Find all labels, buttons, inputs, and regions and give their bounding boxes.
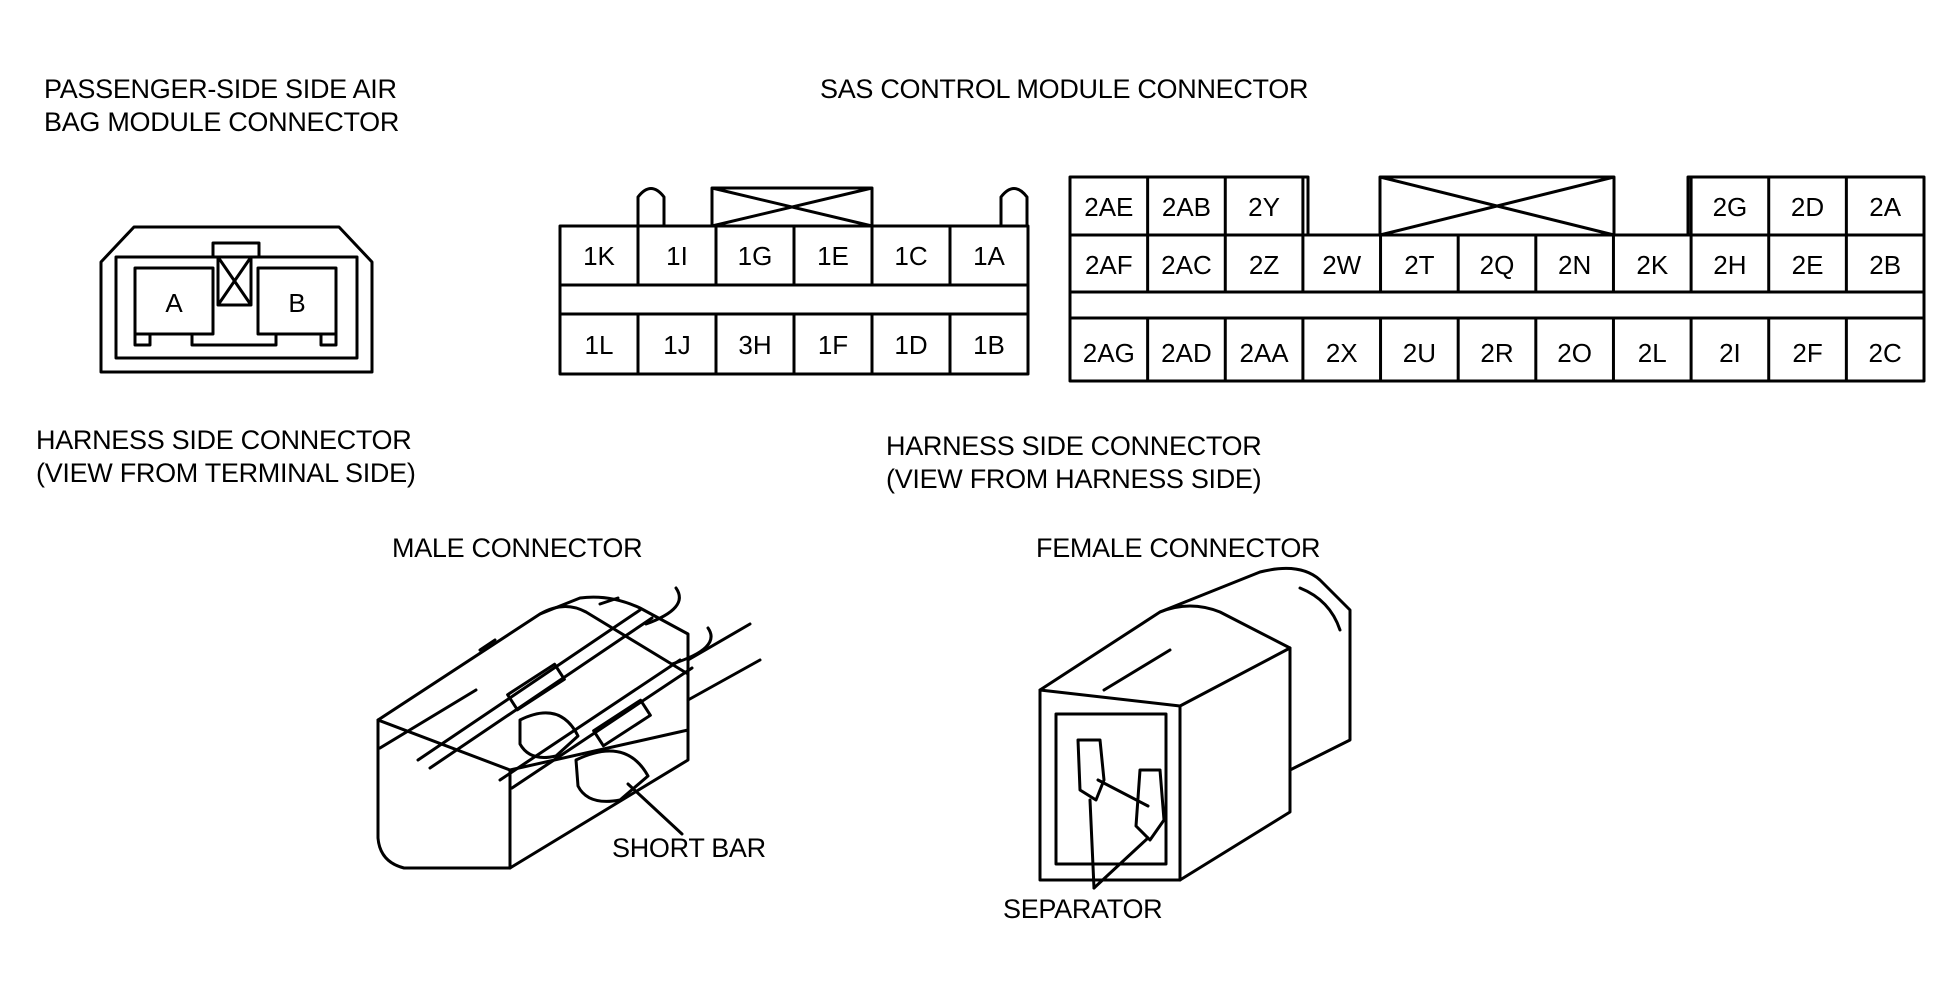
- pin-1B: 1B: [973, 330, 1005, 360]
- air-bag-pin-b-box: [256, 266, 338, 336]
- pin-2AA: 2AA: [1240, 338, 1290, 368]
- pin-2W: 2W: [1322, 250, 1361, 280]
- pin-2K: 2K: [1636, 250, 1668, 280]
- pin-2D: 2D: [1791, 192, 1824, 222]
- short-bar-label: SHORT BAR: [612, 833, 766, 863]
- pin-2N: 2N: [1558, 250, 1591, 280]
- female-connector-label: FEMALE CONNECTOR: [1036, 533, 1321, 563]
- pin-2Q: 2Q: [1480, 250, 1515, 280]
- pin-2G: 2G: [1713, 192, 1748, 222]
- air-bag-connector-housing: [99, 225, 374, 374]
- pin-2U: 2U: [1403, 338, 1436, 368]
- air-bag-pin-b: B: [288, 288, 305, 318]
- pin-2AF: 2AF: [1085, 250, 1133, 280]
- pin-1F: 1F: [818, 330, 848, 360]
- pin-1A: 1A: [973, 241, 1005, 271]
- air-bag-pin-a-box: [133, 266, 215, 336]
- pin-1C: 1C: [894, 241, 927, 271]
- pin-2AC: 2AC: [1161, 250, 1212, 280]
- pin-2C: 2C: [1869, 338, 1902, 368]
- pin-2H: 2H: [1713, 250, 1746, 280]
- pin-2AB: 2AB: [1162, 192, 1211, 222]
- sas-connector-2-row1-right: [1686, 175, 1926, 235]
- air-bag-center-key: [216, 255, 253, 307]
- male-connector-label: MALE CONNECTOR: [392, 533, 643, 563]
- pin-2X: 2X: [1326, 338, 1358, 368]
- pin-2A: 2A: [1869, 192, 1901, 222]
- pin-2O: 2O: [1557, 338, 1592, 368]
- pin-2I: 2I: [1719, 338, 1741, 368]
- pin-2AG: 2AG: [1083, 338, 1135, 368]
- pin-2B: 2B: [1869, 250, 1901, 280]
- pin-2AE: 2AE: [1084, 192, 1133, 222]
- sas-connector-2-body: [1068, 233, 1926, 383]
- right-harness-label-line1: HARNESS SIDE CONNECTOR: [886, 431, 1262, 461]
- pin-2R: 2R: [1480, 338, 1513, 368]
- separator-label: SEPARATOR: [1003, 894, 1163, 924]
- pin-2E: 2E: [1792, 250, 1824, 280]
- pin-1G: 1G: [738, 241, 773, 271]
- pin-2F: 2F: [1792, 338, 1822, 368]
- passenger-connector-title-line1: PASSENGER-SIDE SIDE AIR: [44, 74, 397, 104]
- sas-connector-1-right-latch: [999, 187, 1029, 226]
- pin-2AD: 2AD: [1161, 338, 1212, 368]
- pin-2Z: 2Z: [1249, 250, 1279, 280]
- pin-2Y: 2Y: [1248, 192, 1280, 222]
- left-harness-label-line1: HARNESS SIDE CONNECTOR: [36, 425, 412, 455]
- pin-2T: 2T: [1404, 250, 1434, 280]
- pin-3H: 3H: [738, 330, 771, 360]
- pin-1E: 1E: [817, 241, 849, 271]
- pin-1J: 1J: [663, 330, 690, 360]
- pin-2L: 2L: [1638, 338, 1667, 368]
- pin-1I: 1I: [666, 241, 688, 271]
- sas-connector-1-left-latch: [636, 187, 666, 226]
- right-harness-label-line2: (VIEW FROM HARNESS SIDE): [886, 464, 1262, 494]
- pin-1K: 1K: [583, 241, 615, 271]
- sas-module-title: SAS CONTROL MODULE CONNECTOR: [820, 74, 1309, 104]
- pin-1L: 1L: [585, 330, 614, 360]
- sas-connector-2-row1-left: [1068, 175, 1310, 235]
- left-harness-label-line2: (VIEW FROM TERMINAL SIDE): [36, 458, 416, 488]
- passenger-connector-title-line2: BAG MODULE CONNECTOR: [44, 107, 400, 137]
- air-bag-pin-a: A: [165, 288, 183, 318]
- pin-1D: 1D: [894, 330, 927, 360]
